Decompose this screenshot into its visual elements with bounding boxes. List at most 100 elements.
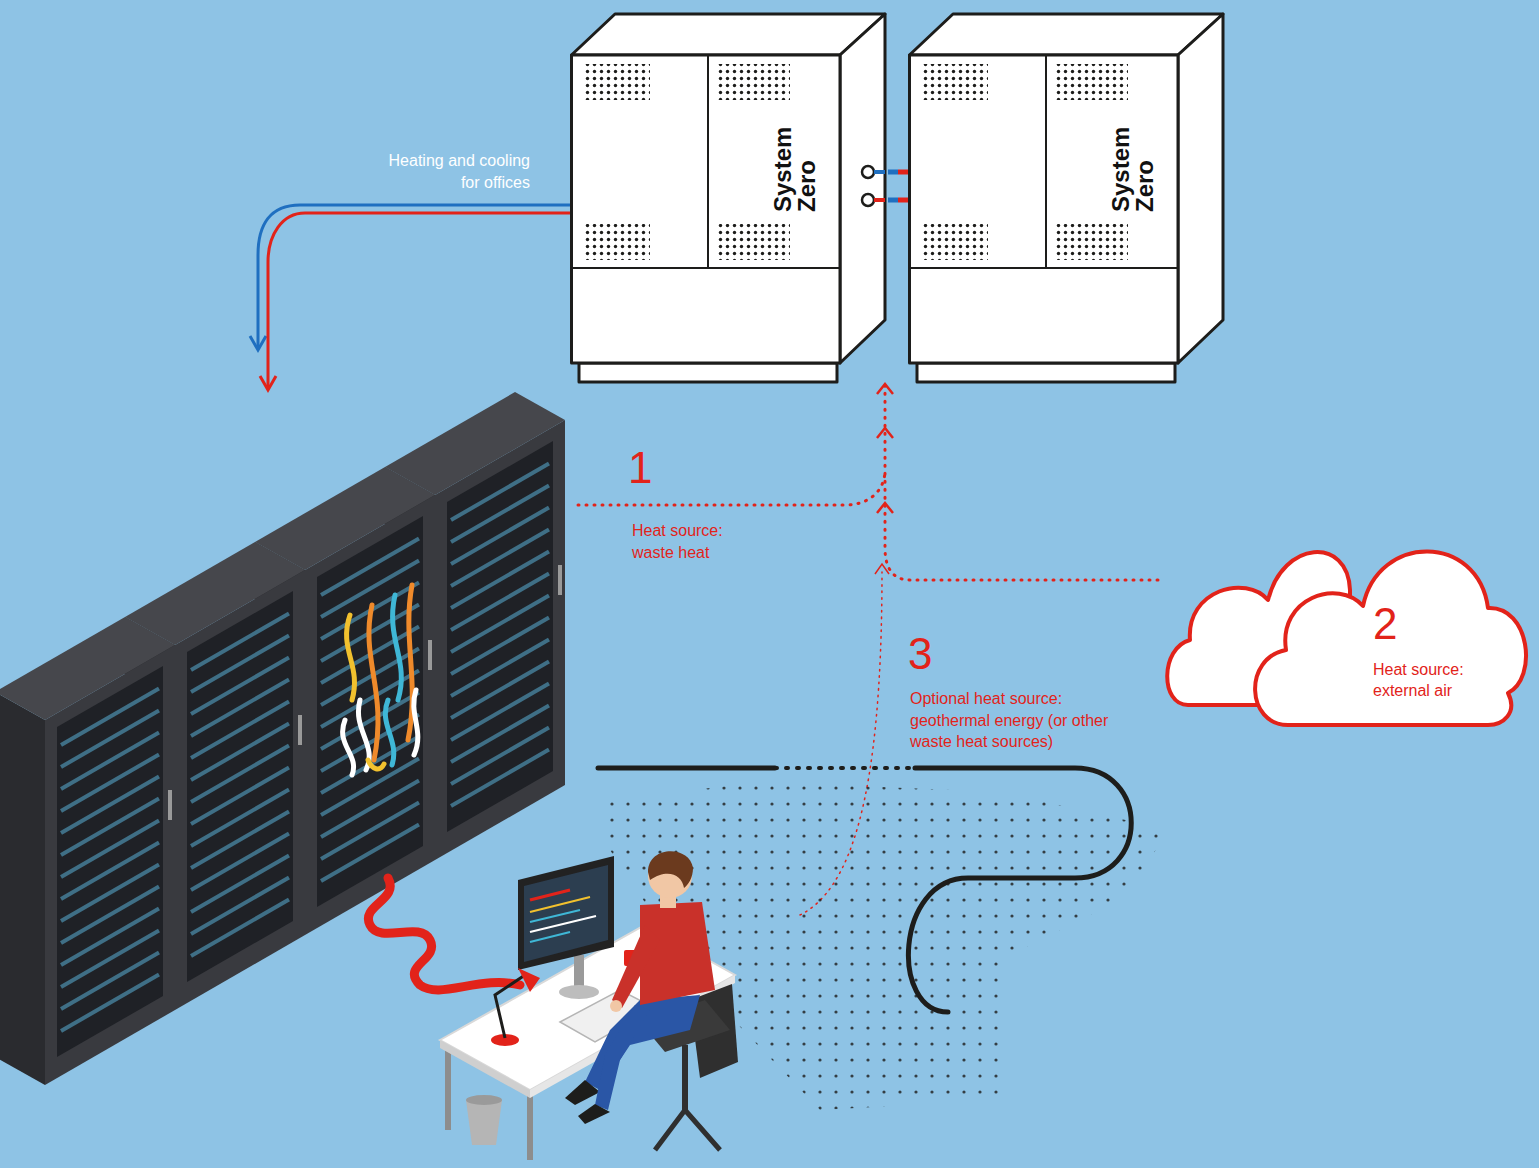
callout-number: 3 bbox=[908, 632, 968, 676]
cabinet-outline bbox=[718, 224, 790, 260]
waste-heat-line bbox=[578, 470, 885, 505]
cabinet-outline bbox=[579, 363, 837, 382]
system-unit: System Zero bbox=[908, 12, 1226, 384]
geothermal-pipe bbox=[598, 766, 775, 771]
rack-cables bbox=[368, 760, 384, 769]
connector bbox=[877, 384, 1158, 580]
cabinet-outline bbox=[910, 267, 1179, 269]
rack-cables bbox=[414, 690, 418, 755]
cabinet-outline bbox=[910, 14, 1224, 55]
cabinet-outline bbox=[570, 12, 888, 384]
bin bbox=[466, 1100, 502, 1145]
cabinet-outline bbox=[1045, 55, 1047, 268]
computer bbox=[559, 985, 599, 999]
cabinet-outline bbox=[840, 14, 885, 363]
network-cable bbox=[368, 878, 520, 990]
heating-pipes bbox=[250, 205, 570, 390]
heat-source-cloud: 2Heat source: external air bbox=[1158, 528, 1530, 728]
unit-name: System Zero bbox=[1109, 112, 1157, 212]
cabinet-outline bbox=[917, 363, 1175, 382]
rack-cables bbox=[385, 700, 393, 765]
waste-heat-line bbox=[578, 428, 893, 513]
arrow-head bbox=[877, 384, 893, 394]
rack-cables bbox=[343, 720, 354, 775]
bin bbox=[466, 1095, 502, 1105]
cabinet-outline bbox=[923, 64, 988, 100]
cabinet-outline bbox=[862, 166, 874, 178]
heating-pipes bbox=[268, 213, 570, 388]
server-racks bbox=[0, 617, 175, 1085]
desk bbox=[440, 1040, 530, 1098]
rack-cables bbox=[369, 605, 378, 760]
source-label: Heat source: waste heat bbox=[632, 520, 742, 563]
person bbox=[565, 851, 738, 1150]
callout-number: 2 bbox=[1373, 602, 1443, 646]
person bbox=[648, 851, 693, 888]
computer bbox=[524, 865, 608, 962]
computer bbox=[530, 910, 580, 922]
pipe bbox=[898, 198, 908, 203]
cabinet-outline bbox=[874, 198, 885, 202]
cabinet-outline bbox=[572, 14, 886, 55]
cloud-outline bbox=[1158, 528, 1530, 728]
computer bbox=[574, 955, 584, 990]
desk-lamp bbox=[495, 975, 525, 1038]
heating-pipes bbox=[260, 376, 276, 390]
pipe bbox=[888, 198, 898, 203]
cabinet-outline bbox=[862, 194, 874, 206]
ground-dots bbox=[610, 782, 1170, 1110]
rack-cables bbox=[343, 585, 418, 775]
connector bbox=[888, 172, 908, 200]
cabinet-outline bbox=[908, 12, 1226, 384]
rack-cables bbox=[408, 585, 412, 740]
computer bbox=[518, 856, 614, 970]
computer bbox=[530, 890, 570, 900]
source-label: Optional heat source: geothermal energy … bbox=[910, 688, 1125, 753]
cabinet-outline bbox=[923, 224, 988, 260]
cloud-outline bbox=[1255, 551, 1526, 725]
cabinet-outline bbox=[718, 64, 790, 100]
geothermal-line bbox=[875, 564, 889, 574]
person bbox=[595, 1005, 650, 1110]
person bbox=[655, 1110, 720, 1150]
system-unit: System Zero bbox=[570, 12, 888, 384]
person bbox=[610, 1000, 622, 1012]
person bbox=[612, 925, 660, 1008]
bin bbox=[466, 1095, 502, 1145]
pipe bbox=[898, 170, 908, 175]
desk bbox=[527, 1088, 533, 1160]
cabinet-outline bbox=[585, 64, 650, 100]
heat-flow-line bbox=[885, 384, 1158, 580]
desk-lamp bbox=[518, 968, 540, 992]
geothermal-pipe bbox=[775, 766, 915, 770]
rack-cables bbox=[347, 615, 355, 700]
heating-pipes bbox=[258, 205, 570, 348]
person bbox=[682, 1045, 688, 1110]
cabinet-outline bbox=[572, 14, 886, 382]
pipe-label: Heating and cooling for offices bbox=[380, 150, 530, 195]
cabinet-outline bbox=[874, 170, 885, 174]
person bbox=[565, 1080, 600, 1105]
rack-cables bbox=[393, 595, 402, 700]
cabinet-outline bbox=[1056, 224, 1128, 260]
computer bbox=[530, 897, 590, 912]
callout-number: 1 bbox=[628, 446, 688, 490]
source-label: Heat source: external air bbox=[1373, 660, 1501, 702]
desk-lamp bbox=[491, 968, 540, 1046]
cabinet-outline bbox=[1056, 64, 1128, 100]
cabinet-outline bbox=[572, 55, 841, 363]
cabinet-outline bbox=[707, 55, 709, 268]
computer bbox=[530, 932, 570, 942]
server-racks bbox=[0, 392, 565, 1085]
cabinet-outline bbox=[910, 55, 1179, 363]
heating-pipes bbox=[250, 336, 266, 350]
person bbox=[578, 1104, 610, 1124]
computer bbox=[530, 916, 596, 932]
cabinet-outline bbox=[572, 267, 841, 269]
geothermal-pipe bbox=[908, 768, 1131, 1012]
cabinet-outline bbox=[910, 14, 1224, 382]
cabinet-outline bbox=[1178, 14, 1223, 363]
cabinet-outline bbox=[585, 224, 650, 260]
geothermal-pipe bbox=[598, 768, 1131, 1012]
unit-name: System Zero bbox=[771, 112, 819, 212]
